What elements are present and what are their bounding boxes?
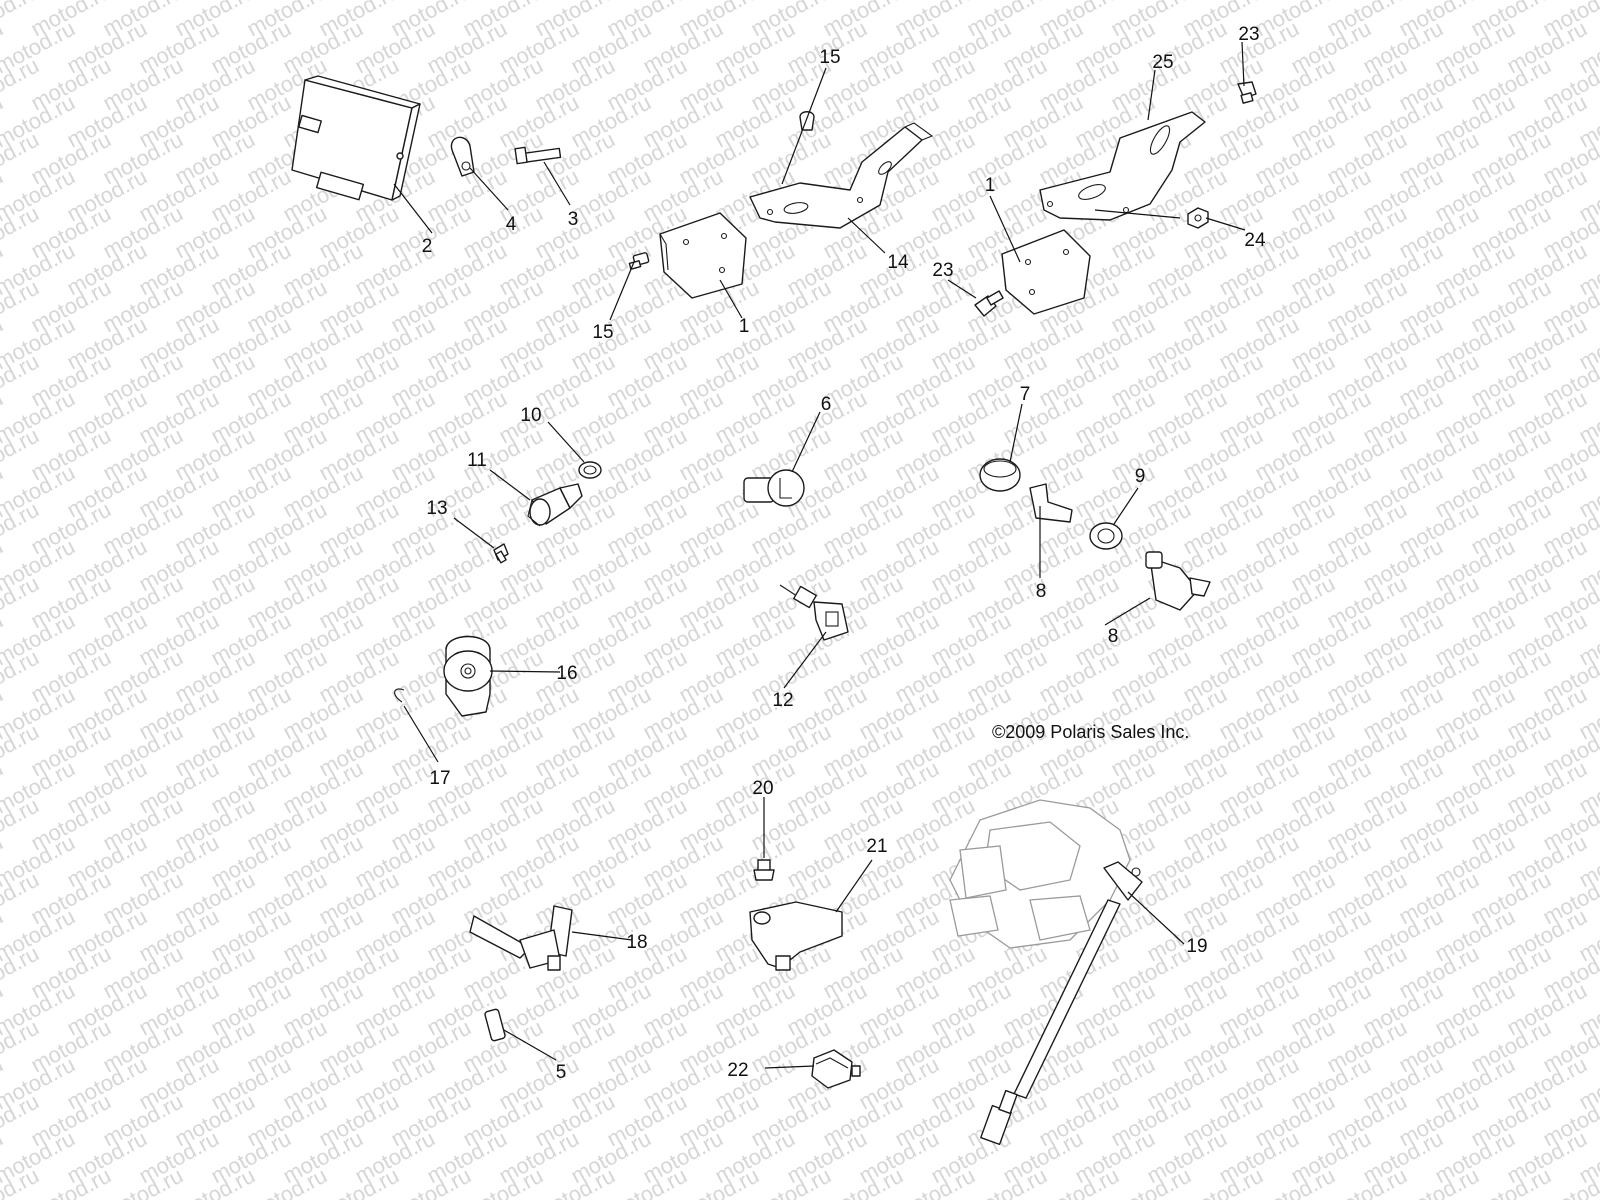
callout-18: 18 xyxy=(626,932,647,953)
part-23-screw-top xyxy=(1237,81,1257,104)
watermark-text: motod.ru xyxy=(1575,0,1600,4)
callout-20: 20 xyxy=(752,778,773,799)
callout-14: 14 xyxy=(887,252,909,273)
callout-12: 12 xyxy=(772,690,793,711)
callout-23-top: 23 xyxy=(1238,24,1259,45)
callout-6: 6 xyxy=(821,394,832,415)
callout-3: 3 xyxy=(568,209,579,230)
callout-8-switch: 8 xyxy=(1108,626,1119,647)
callout-13: 13 xyxy=(426,498,447,519)
callout-25: 25 xyxy=(1152,52,1173,73)
callout-1-right: 1 xyxy=(985,175,996,196)
copyright-notice: ©2009 Polaris Sales Inc. xyxy=(992,722,1189,742)
callout-15-top: 15 xyxy=(819,47,840,68)
callout-19: 19 xyxy=(1186,936,1207,957)
callout-24: 24 xyxy=(1244,230,1266,251)
callout-10: 10 xyxy=(520,405,541,426)
part-16-knock-sensor xyxy=(443,635,493,717)
part-10-o-ring xyxy=(578,461,602,479)
callout-16: 16 xyxy=(556,663,577,684)
part-24-nut xyxy=(1187,207,1209,229)
callout-4: 4 xyxy=(506,214,517,235)
callout-17: 17 xyxy=(429,768,450,789)
callout-7: 7 xyxy=(1020,384,1031,405)
callout-15-bottom: 15 xyxy=(592,322,613,343)
part-15-rivet-top xyxy=(799,111,815,131)
callout-1-left: 1 xyxy=(739,316,750,337)
callout-2: 2 xyxy=(422,236,433,257)
callout-11: 11 xyxy=(467,450,487,471)
part-9-ring-nut xyxy=(1089,522,1123,550)
callout-9: 9 xyxy=(1135,466,1146,487)
part-7-cap xyxy=(979,458,1021,492)
callout-21: 21 xyxy=(866,836,887,857)
callout-23-bottom: 23 xyxy=(932,260,953,281)
callout-5: 5 xyxy=(556,1062,567,1083)
callout-22: 22 xyxy=(727,1060,748,1081)
callout-8-clip: 8 xyxy=(1036,581,1047,602)
